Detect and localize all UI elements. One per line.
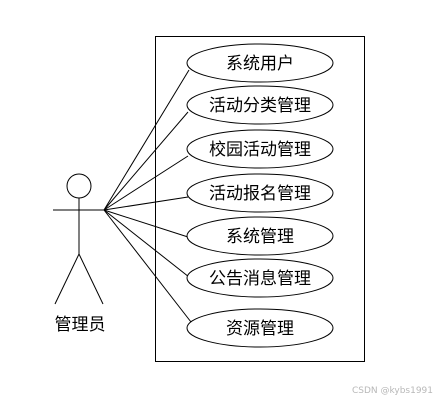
system-boundary xyxy=(155,36,365,362)
use-case-label: 系统管理 xyxy=(226,227,294,247)
use-case-2: 活动分类管理 xyxy=(186,85,334,125)
use-case-ellipse xyxy=(186,85,334,125)
association-line-7 xyxy=(103,209,192,323)
use-case-label: 活动分类管理 xyxy=(209,96,311,116)
use-case-ellipse xyxy=(186,129,334,169)
use-case-ellipse xyxy=(186,216,334,256)
association-lines xyxy=(103,69,192,323)
use-case-1: 系统用户 xyxy=(186,43,334,83)
association-line-3 xyxy=(103,155,189,211)
use-case-4: 活动报名管理 xyxy=(186,173,334,213)
association-line-2 xyxy=(103,111,189,211)
use-case-5: 系统管理 xyxy=(186,216,334,256)
association-line-6 xyxy=(103,209,190,278)
watermark: CSDN @kybs1991 xyxy=(351,386,433,396)
use-case-7: 资源管理 xyxy=(186,308,334,348)
use-case-label: 资源管理 xyxy=(226,319,294,339)
use-case-label: 公告消息管理 xyxy=(209,269,311,289)
use-case-label: 活动报名管理 xyxy=(209,184,311,204)
use-case-6: 公告消息管理 xyxy=(186,258,334,298)
use-case-label: 校园活动管理 xyxy=(209,140,311,160)
use-case-3: 校园活动管理 xyxy=(186,129,334,169)
use-case-ellipse xyxy=(186,173,334,213)
actor-figure xyxy=(53,173,105,305)
association-line-1 xyxy=(103,69,190,211)
actor-head xyxy=(66,173,92,199)
actor-label: 管理员 xyxy=(55,315,106,335)
actor-left-leg xyxy=(54,253,80,305)
association-line-5 xyxy=(103,209,189,238)
use-case-ellipse xyxy=(186,308,334,348)
use-case-ellipse xyxy=(186,258,334,298)
actor-right-leg xyxy=(78,253,104,305)
use-case-ellipse xyxy=(186,43,334,83)
association-line-4 xyxy=(103,196,189,211)
use-case-label: 系统用户 xyxy=(226,54,294,74)
